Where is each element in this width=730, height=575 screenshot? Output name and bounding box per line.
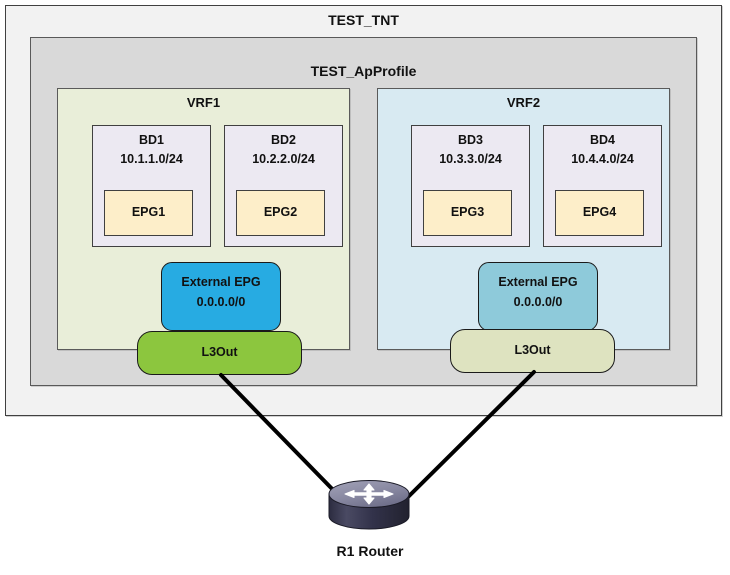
bd2-name-label: BD2 (270, 133, 296, 147)
vrf2-title: VRF2 (506, 95, 541, 110)
l3out-vrf2-label: L3Out (514, 343, 551, 357)
epg1-container (104, 190, 193, 236)
bd2-subnet-label: 10.2.2.0/24 (252, 152, 315, 166)
epg3-container (423, 190, 512, 236)
l3out-vrf1 (137, 331, 302, 375)
epg4-label: EPG4 (582, 205, 617, 219)
vrf1-title: VRF1 (186, 95, 221, 110)
epg3-label: EPG3 (450, 205, 485, 219)
router-label: R1 Router (336, 543, 404, 559)
bd1-name-label: BD1 (138, 133, 164, 147)
external-epg-vrf1-label: External EPG (181, 275, 261, 289)
bd1-subnet-label: 10.1.1.0/24 (120, 152, 183, 166)
external-epg-vrf1 (161, 262, 281, 331)
epg2-container (236, 190, 325, 236)
bd4-name-label: BD4 (589, 133, 615, 147)
bd4-subnet-label: 10.4.4.0/24 (571, 152, 634, 166)
epg1-label: EPG1 (131, 205, 166, 219)
bd3-subnet-label: 10.3.3.0/24 (439, 152, 502, 166)
epg4-container (555, 190, 644, 236)
l3out-vrf1-label: L3Out (201, 345, 238, 359)
external-epg-vrf1-subnet: 0.0.0.0/0 (196, 295, 246, 309)
tenant-title: TEST_TNT (328, 12, 399, 28)
bd3-name-label: BD3 (457, 133, 483, 147)
external-epg-vrf2-label: External EPG (498, 275, 578, 289)
application-profile-title: TEST_ApProfile (310, 63, 417, 79)
external-epg-vrf2-subnet: 0.0.0.0/0 (513, 295, 563, 309)
epg2-label: EPG2 (263, 205, 298, 219)
router-icon (328, 480, 410, 530)
